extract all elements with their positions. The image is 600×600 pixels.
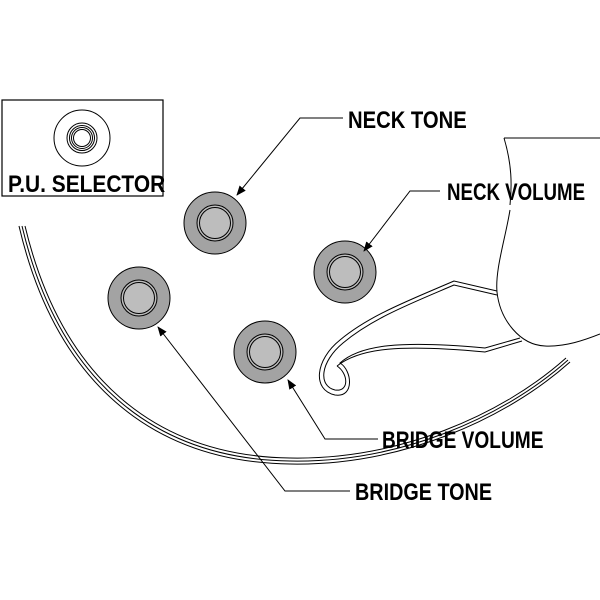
neck-joint-outline — [319, 137, 600, 396]
leader-bridge-volume — [287, 379, 378, 440]
knob-neck-volume[interactable] — [313, 240, 377, 304]
bridge-tone-label: BRIDGE TONE — [355, 478, 492, 505]
neck-volume-label: NECK VOLUME — [447, 178, 585, 206]
neck-tone-label: NECK TONE — [348, 106, 467, 133]
knob-bridge-volume[interactable] — [233, 320, 297, 384]
leader-neck-volume — [363, 190, 440, 252]
pu-selector-switch-icon[interactable] — [53, 109, 111, 167]
pu-selector-panel: P.U. SELECTOR — [1, 99, 165, 198]
leader-bridge-tone — [157, 326, 350, 492]
leader-lines — [157, 117, 440, 492]
body-edge — [18, 225, 571, 465]
knob-bridge-tone[interactable] — [107, 266, 171, 330]
pu-selector-label: P.U. SELECTOR — [8, 171, 165, 198]
bridge-volume-label: BRIDGE VOLUME — [382, 426, 543, 454]
knob-neck-tone[interactable] — [183, 191, 247, 255]
leader-neck-tone — [236, 117, 343, 196]
